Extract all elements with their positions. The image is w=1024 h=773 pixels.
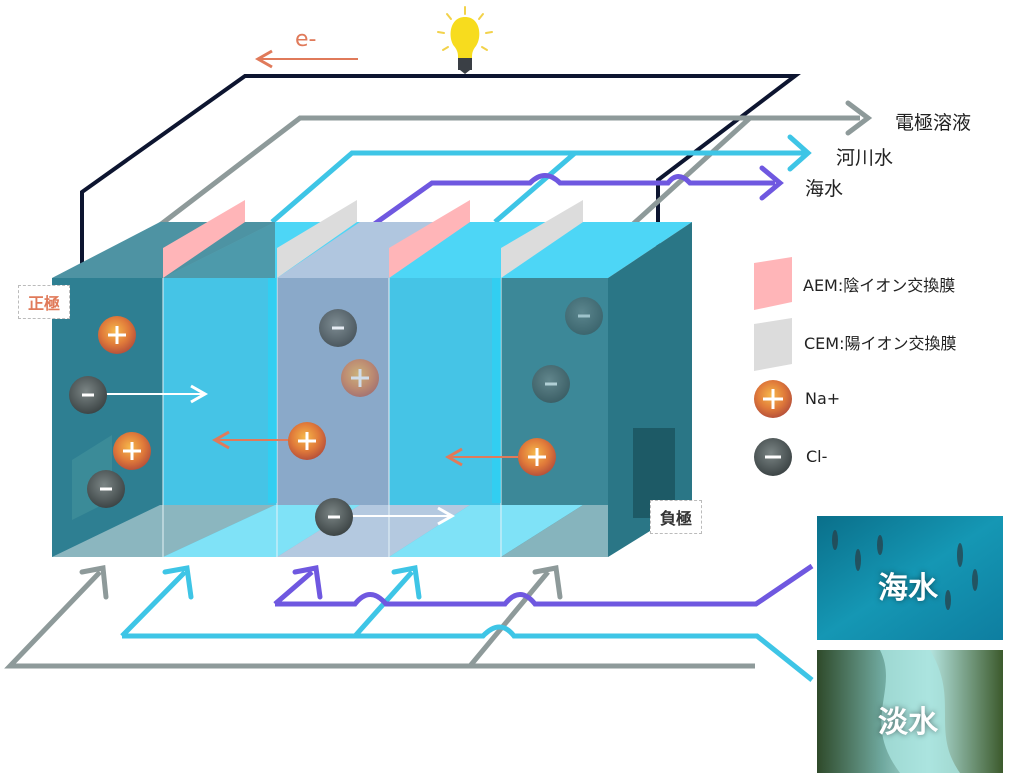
legend-cl-label: Cl- [806,447,828,466]
chloride-ion-icon [319,309,357,347]
legend-cl-icon [754,438,792,476]
cem-membrane-2 [501,200,583,278]
aem-membrane-1 [163,200,245,278]
legend-cem-label: CEM:陽イオン交換膜 [804,334,957,353]
sea-water-label: 海水 [805,178,844,200]
electrode-solution-inlet-pipe [4,570,755,669]
river-water-outlet-pipe [270,150,805,224]
river-water-label: 河川水 [836,147,894,169]
chloride-ion-icon [532,365,570,403]
sea-water-photo [817,516,1003,640]
sodium-ion-icon [98,316,136,354]
sea-water-inlet-pipe [273,563,814,607]
legend-aem-label: AEM:陰イオン交換膜 [803,276,956,295]
river-water-arrowhead [787,134,812,172]
electrode-solution-label: 電極溶液 [895,112,972,134]
fresh-water-photo [817,650,1003,773]
positive-electrode-label: 正極 [18,285,71,319]
electron-label: e- [295,27,317,52]
sea-water-arrowhead [759,165,784,201]
electrode-solution-inlet-pipe-2 [468,570,550,668]
electrode-solution-outlet-pipe [158,115,860,227]
fresh-water-photo-label: 淡水 [878,705,938,740]
cem-membrane-1 [277,200,357,278]
sodium-ion-icon [113,432,151,470]
river-water-inner-pipe [493,151,577,224]
chloride-ion-icon [69,376,107,414]
sodium-ion-icon [341,359,379,397]
river-water-inlet-pipe [120,570,814,682]
sodium-ion-icon [518,438,556,476]
legend-cem-swatch [754,318,792,371]
electrode-solution-arrowhead [845,100,873,136]
chloride-ion-icon [315,498,353,536]
sea-water-outlet-pipe [371,173,775,228]
sodium-ion-icon [288,422,326,460]
aem-membrane-2 [389,200,470,278]
sea-water-photo-label: 海水 [878,571,938,606]
light-bulb-icon [437,6,493,74]
legend-na-icon [754,380,792,418]
legend-na-label: Na+ [805,389,841,408]
legend-aem-swatch [754,257,792,310]
negative-electrode-label: 負極 [650,500,703,534]
chloride-ion-icon [565,297,603,335]
chloride-ion-icon [87,470,125,508]
